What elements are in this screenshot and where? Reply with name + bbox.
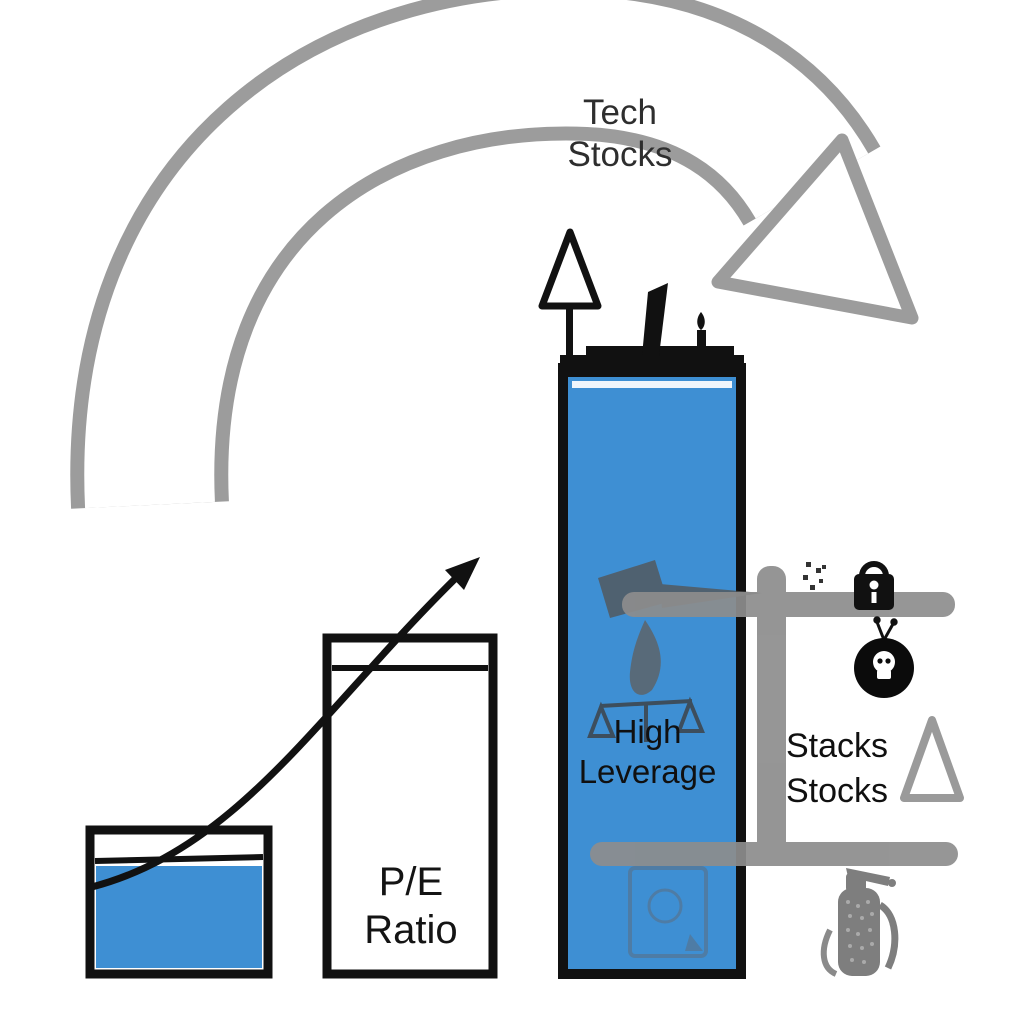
bar-pe-ratio <box>322 633 498 979</box>
tech-stocks-line2: Stocks <box>567 135 673 174</box>
flame-icon <box>629 620 661 695</box>
candle-icon <box>697 312 706 358</box>
high-leverage-line1: High <box>613 713 682 750</box>
bar-top-strip <box>560 355 744 377</box>
padlock-icon <box>854 561 894 610</box>
bar-small <box>85 825 273 979</box>
antenna-icon <box>873 616 898 641</box>
pe-ratio-line2: Ratio <box>364 908 458 952</box>
bar-top-objects <box>538 228 734 360</box>
banknote-icon <box>628 866 708 958</box>
high-leverage-label: High Leverage <box>545 712 750 792</box>
pixel-sparkle-icon <box>803 562 826 590</box>
fire-extinguisher-icon <box>820 868 899 977</box>
stacks-stocks-line1: Stacks <box>786 727 889 765</box>
upper-beam <box>622 592 955 617</box>
pe-ratio-label: P/E Ratio <box>335 858 487 954</box>
balance-scale-icon <box>587 696 705 742</box>
skull-coin-icon <box>854 638 914 698</box>
trend-arrow-icon <box>87 557 480 892</box>
stacks-stocks-label: Stacks Stocks <box>786 724 946 814</box>
triangle-flag-icon <box>538 228 602 360</box>
stacks-stocks-line2: Stocks <box>786 772 889 810</box>
bar-high-leverage <box>558 355 746 979</box>
blade-icon <box>642 283 668 356</box>
triangle-outline-icon <box>900 716 964 802</box>
tech-stocks-label: Tech Stocks <box>500 92 740 176</box>
tech-stocks-line1: Tech <box>583 93 657 132</box>
vertical-post <box>757 566 786 862</box>
lower-beam <box>590 842 958 866</box>
high-leverage-line2: Leverage <box>578 753 717 790</box>
sweep-arrow-icon <box>70 0 919 509</box>
pe-ratio-line1: P/E <box>378 860 444 904</box>
